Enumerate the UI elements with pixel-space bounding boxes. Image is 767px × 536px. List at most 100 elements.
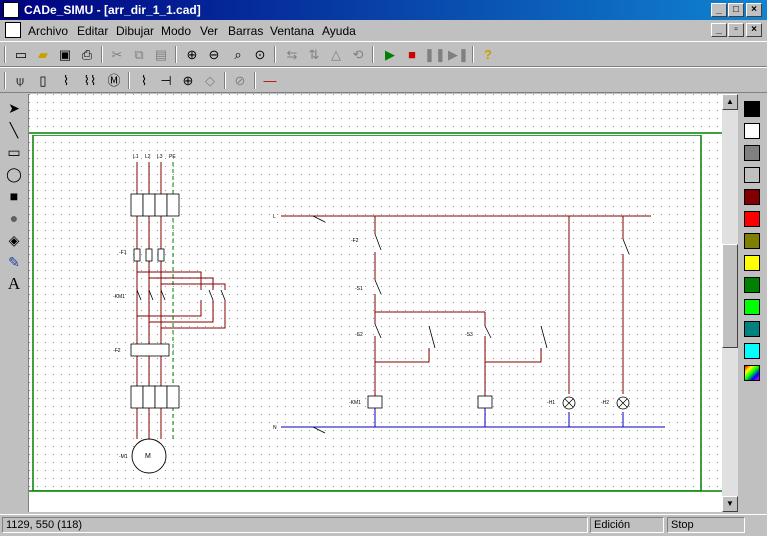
color-swatch-red[interactable] <box>744 211 760 227</box>
color-swatch-cyan[interactable] <box>744 343 760 359</box>
motor-label: -M1 <box>119 454 128 460</box>
supply-icon[interactable]: ⍦ <box>16 73 24 88</box>
start-button-label: -S2 <box>355 332 363 338</box>
paste-icon[interactable]: ▤ <box>154 47 168 62</box>
flip-v-icon[interactable]: ⇅ <box>308 47 320 62</box>
scroll-thumb[interactable] <box>722 244 738 348</box>
doc-minimize-button[interactable]: _ <box>711 23 727 37</box>
menu-archivo[interactable]: Archivo <box>28 24 69 38</box>
ellipse-icon[interactable]: ◯ <box>6 166 22 182</box>
zoom-window-icon[interactable]: ⌕ <box>234 47 242 62</box>
pointer-icon[interactable]: ➤ <box>8 100 20 116</box>
filled-ellipse-icon[interactable]: ● <box>9 210 19 226</box>
text-tool-icon[interactable]: A <box>7 274 21 293</box>
status-coordinates: 1129, 550 (118) <box>2 517 588 533</box>
svg-text:M: M <box>145 453 151 460</box>
pause-icon[interactable]: ❚❚ <box>424 47 446 62</box>
phase-label: L3 <box>157 154 163 160</box>
color-swatch-lime[interactable] <box>744 299 760 315</box>
color-swatch-maroon[interactable] <box>744 189 760 205</box>
stop-icon[interactable]: ■ <box>408 47 416 62</box>
scroll-down-icon[interactable]: ▼ <box>722 496 738 512</box>
contactor-icon[interactable]: ⌇⌇ <box>83 73 97 88</box>
lamp-label: -H2 <box>601 400 609 406</box>
phase-label: PE <box>169 154 176 160</box>
color-swatch-olive[interactable] <box>744 233 760 249</box>
standard-toolbar: ▭ ▰ ▣ ⎙ ✂ ⧉ ▤ ⊕ ⊖ ⌕ ⊙ ⇆ ⇅ △ ⟲ ▶ ■ ❚❚ ▶❚ … <box>0 41 767 67</box>
line-icon[interactable]: ╲ <box>9 122 19 138</box>
motor-symbol <box>131 438 167 474</box>
components-toolbar: ⍦ ▯ ⌇ ⌇⌇ Ⓜ ⌇ ⊣ ⊕ ◇ ⊘ — <box>0 67 767 93</box>
color-swatch-green[interactable] <box>744 277 760 293</box>
color-swatch-black[interactable] <box>744 101 760 117</box>
fill-bucket-icon[interactable]: ◈ <box>8 232 20 248</box>
timer-icon[interactable]: ◇ <box>205 73 215 88</box>
status-mode: Edición <box>590 517 664 533</box>
control-circuit: L N <box>273 214 665 434</box>
cut-icon[interactable]: ✂ <box>111 47 123 62</box>
mirror-icon[interactable]: △ <box>331 47 341 62</box>
custom-color-icon[interactable] <box>744 365 760 381</box>
drawing-toolbar: ➤ ╲ ▭ ◯ ■ ● ◈ ✎ A <box>0 94 27 514</box>
menu-ver[interactable]: Ver <box>200 24 219 38</box>
color-swatch-white[interactable] <box>744 123 760 139</box>
zoom-in-icon[interactable]: ⊕ <box>186 47 198 62</box>
step-icon[interactable]: ▶❚ <box>448 47 469 62</box>
color-swatch-teal[interactable] <box>744 321 760 337</box>
coil-icon[interactable]: ⊕ <box>182 73 194 88</box>
save-icon[interactable]: ▣ <box>58 47 72 62</box>
rotate-icon[interactable]: ⟲ <box>352 47 364 62</box>
document-icon[interactable] <box>5 22 21 38</box>
minimize-button[interactable]: _ <box>711 3 727 17</box>
open-folder-icon[interactable]: ▰ <box>38 47 48 62</box>
menu-barras[interactable]: Barras <box>228 24 264 38</box>
schematic: L1 L2 L3 PE -F1 -KM1 <box>29 94 725 512</box>
thermal-label: -F2 <box>351 238 359 244</box>
rectangle-icon[interactable]: ▭ <box>7 144 21 160</box>
switch-icon[interactable]: ⌇ <box>62 73 70 88</box>
new-file-icon[interactable]: ▭ <box>14 47 28 62</box>
print-icon[interactable]: ⎙ <box>81 47 93 62</box>
maximize-button[interactable]: □ <box>728 3 744 17</box>
color-swatch-yellow[interactable] <box>744 255 760 271</box>
color-swatch-gray[interactable] <box>744 145 760 161</box>
eyedropper-icon[interactable]: ✎ <box>8 254 20 270</box>
vertical-scrollbar[interactable]: ▲ ▼ <box>722 94 738 512</box>
zoom-out-icon[interactable]: ⊖ <box>208 47 220 62</box>
menu-ayuda[interactable]: Ayuda <box>322 24 356 38</box>
thermal-relay-label: -F2 <box>113 348 121 354</box>
menu-dibujar[interactable]: Dibujar <box>116 24 155 38</box>
contact-icon[interactable]: ⌇ <box>140 73 148 88</box>
fuse-icon[interactable]: ▯ <box>39 73 47 88</box>
doc-close-button[interactable]: × <box>746 23 762 37</box>
lamp-icon[interactable]: ⊘ <box>234 73 246 88</box>
color-swatch-silver[interactable] <box>744 167 760 183</box>
play-icon[interactable]: ▶ <box>385 47 395 62</box>
drawing-canvas[interactable]: L1 L2 L3 PE -F1 -KM1 <box>28 94 725 512</box>
stop-button-label: -S1 <box>355 286 363 292</box>
help-icon[interactable]: ? <box>484 47 492 62</box>
motor-icon[interactable]: Ⓜ <box>107 73 121 88</box>
copy-icon[interactable]: ⧉ <box>134 47 144 62</box>
fuse-label: -F1 <box>119 250 127 256</box>
rail-label: N <box>273 425 277 431</box>
menu-ventana[interactable]: Ventana <box>270 24 315 38</box>
phase-label: L2 <box>145 154 151 160</box>
filled-rectangle-icon[interactable]: ■ <box>9 188 19 204</box>
close-button[interactable]: × <box>746 3 762 17</box>
status-state: Stop <box>667 517 745 533</box>
app-icon[interactable] <box>3 2 19 18</box>
wire-icon[interactable]: — <box>263 73 277 88</box>
menu-bar: Archivo Editar Dibujar Modo Ver Barras V… <box>0 20 767 40</box>
pushbutton-icon[interactable]: ⊣ <box>160 73 172 88</box>
window-title: CADe_SIMU - [arr_dir_1_1.cad] <box>24 3 201 17</box>
contactor-label: -KM1 <box>113 294 125 300</box>
scroll-up-icon[interactable]: ▲ <box>722 94 738 110</box>
power-circuit: L1 L2 L3 PE -F1 -KM1 <box>113 154 226 474</box>
coil-label: -KM1 <box>349 400 361 406</box>
doc-restore-button[interactable]: ▫ <box>728 23 744 37</box>
zoom-all-icon[interactable]: ⊙ <box>254 47 266 62</box>
menu-modo[interactable]: Modo <box>161 24 192 38</box>
flip-h-icon[interactable]: ⇆ <box>286 47 298 62</box>
menu-editar[interactable]: Editar <box>77 24 109 38</box>
